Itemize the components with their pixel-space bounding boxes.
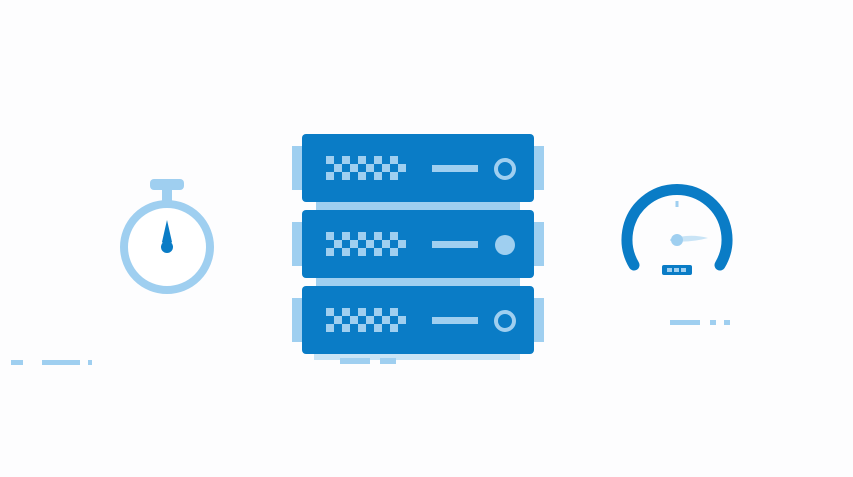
status-light-ring xyxy=(494,310,516,332)
motion-lines xyxy=(11,360,92,365)
status-light-ring xyxy=(494,158,516,180)
server-unit-1 xyxy=(302,134,534,202)
server-unit-2 xyxy=(302,210,534,278)
motion-lines xyxy=(670,320,730,325)
stopwatch-icon xyxy=(120,179,214,294)
server-unit-3 xyxy=(302,286,534,354)
server-rack-icon xyxy=(292,134,544,364)
status-light-filled xyxy=(495,235,515,255)
speedometer-icon xyxy=(621,183,733,275)
stopwatch-hand xyxy=(162,220,172,245)
